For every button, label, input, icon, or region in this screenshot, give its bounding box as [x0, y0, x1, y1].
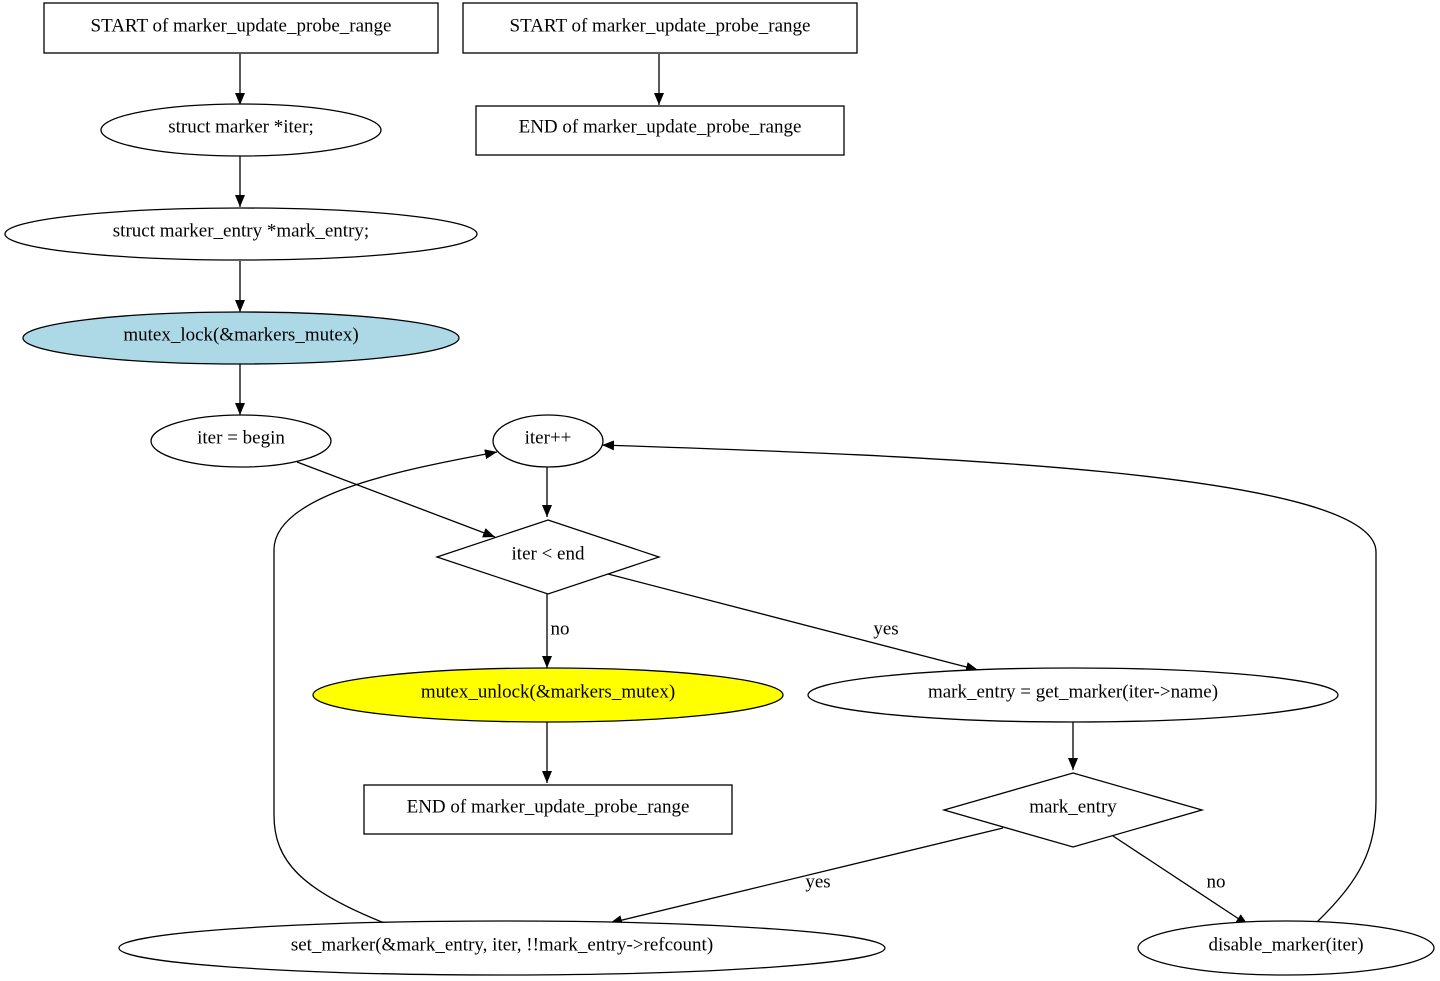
- node-end-main[interactable]: END of marker_update_probe_range: [363, 784, 733, 835]
- node-iter-init[interactable]: iter = begin: [150, 414, 332, 468]
- node-get-marker-label: mark_entry = get_marker(iter->name): [928, 682, 1218, 703]
- nodes: START of marker_update_probe_range START…: [4, 2, 1435, 976]
- node-set-marker-label: set_marker(&mark_entry, iter, !!mark_ent…: [291, 935, 713, 956]
- edge-label-cond-no: no: [551, 619, 570, 640]
- node-get-marker[interactable]: mark_entry = get_marker(iter->name): [807, 667, 1339, 723]
- edge-set-to-incr: [273, 449, 498, 925]
- node-mutex-unlock-label: mutex_unlock(&markers_mutex): [421, 682, 675, 703]
- node-end-secondary-label: END of marker_update_probe_range: [519, 117, 802, 138]
- edge-labels: no yes yes no: [551, 619, 1226, 893]
- node-set-marker[interactable]: set_marker(&mark_entry, iter, !!mark_ent…: [118, 920, 886, 976]
- node-iter-increment[interactable]: iter++: [492, 414, 604, 468]
- node-mutex-lock-label: mutex_lock(&markers_mutex): [123, 325, 358, 346]
- node-loop-condition-label: iter < end: [512, 544, 585, 565]
- node-end-main-label: END of marker_update_probe_range: [407, 797, 690, 818]
- edge-cond-to-get: [607, 573, 979, 672]
- edge-check-to-set: [609, 827, 1004, 926]
- node-start-main-label: START of marker_update_probe_range: [91, 16, 392, 37]
- edge-disable-to-incr: [601, 440, 1377, 923]
- node-disable-marker[interactable]: disable_marker(iter): [1137, 920, 1435, 976]
- node-mark-entry-check[interactable]: mark_entry: [941, 772, 1205, 848]
- edge-init-to-cond: [296, 461, 496, 538]
- node-iter-increment-label: iter++: [525, 428, 572, 449]
- edges: [235, 54, 1377, 926]
- node-iter-init-label: iter = begin: [197, 428, 285, 449]
- edge-label-check-yes: yes: [805, 872, 830, 893]
- node-start-secondary[interactable]: START of marker_update_probe_range: [462, 2, 858, 54]
- node-mutex-lock[interactable]: mutex_lock(&markers_mutex): [22, 311, 460, 365]
- node-start-main[interactable]: START of marker_update_probe_range: [43, 2, 439, 54]
- node-decl-iter-label: struct marker *iter;: [168, 117, 314, 138]
- node-decl-iter[interactable]: struct marker *iter;: [100, 103, 382, 157]
- node-end-secondary[interactable]: END of marker_update_probe_range: [475, 105, 845, 156]
- node-mutex-unlock[interactable]: mutex_unlock(&markers_mutex): [312, 667, 784, 723]
- edge-label-cond-yes: yes: [873, 619, 898, 640]
- node-start-secondary-label: START of marker_update_probe_range: [510, 16, 811, 37]
- node-disable-marker-label: disable_marker(iter): [1208, 935, 1363, 956]
- node-decl-entry[interactable]: struct marker_entry *mark_entry;: [4, 207, 478, 261]
- edge-check-to-disable: [1112, 835, 1249, 926]
- node-mark-entry-check-label: mark_entry: [1029, 797, 1117, 818]
- edge-label-check-no: no: [1207, 872, 1226, 893]
- node-decl-entry-label: struct marker_entry *mark_entry;: [113, 221, 369, 242]
- node-loop-condition[interactable]: iter < end: [434, 519, 662, 595]
